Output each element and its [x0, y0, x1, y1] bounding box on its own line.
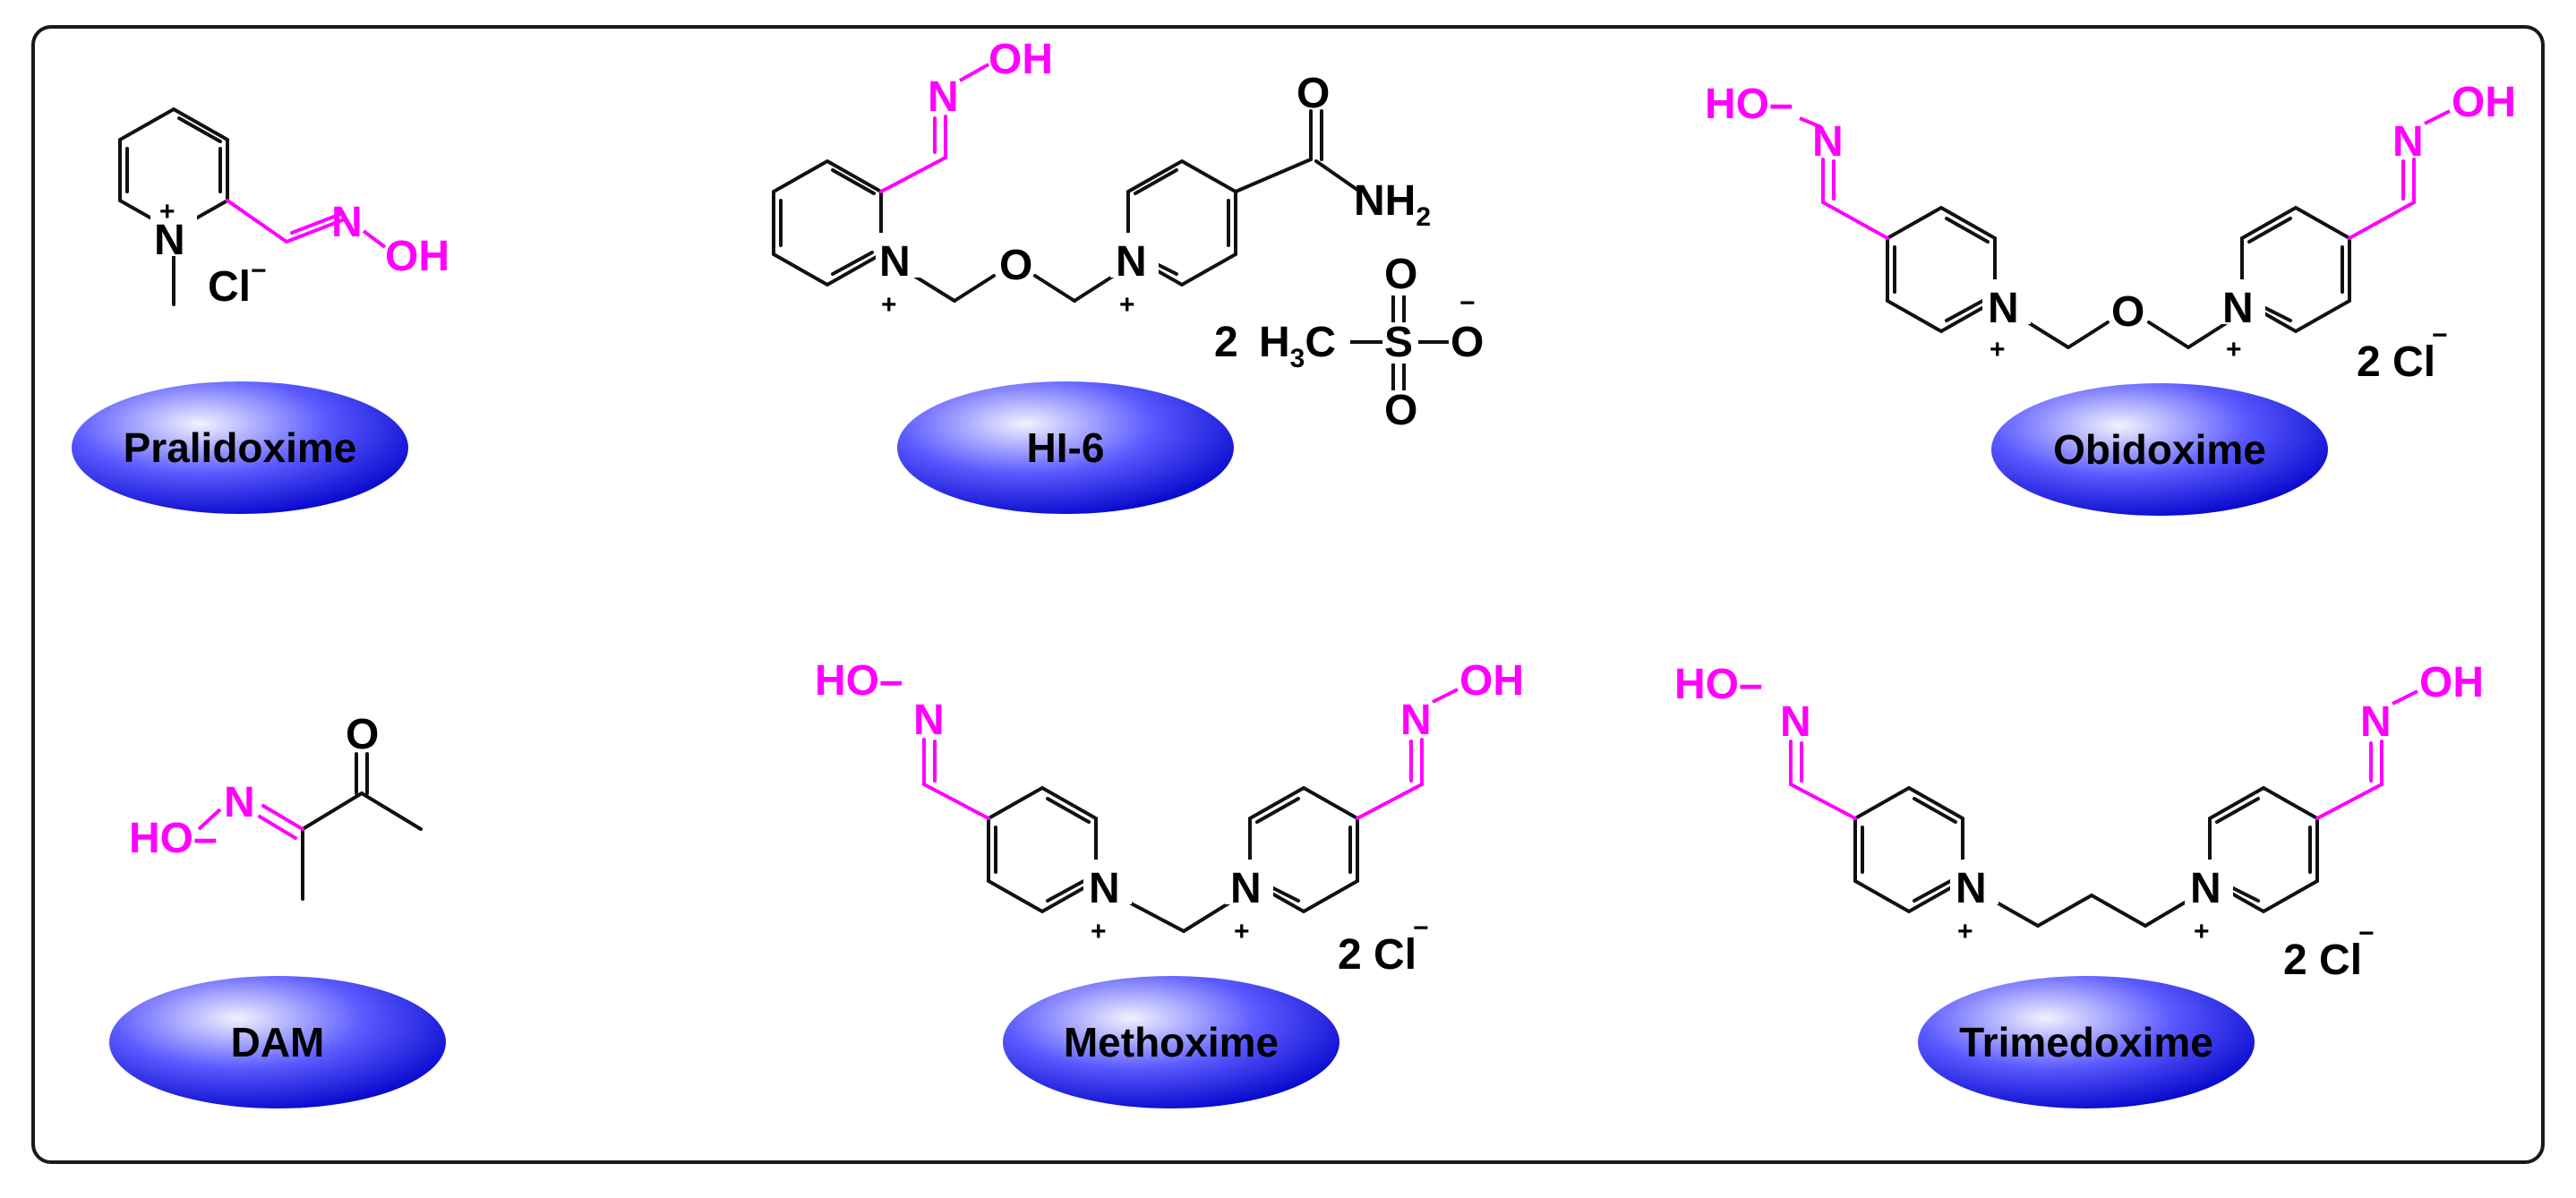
- hi6-left-ring-nitrogen: N: [879, 238, 911, 286]
- trimedoxime-right-ring-nitrogen: N: [2190, 865, 2221, 912]
- obidoxime-name: Obidoxime: [2053, 426, 2266, 473]
- hi6-left-charge: +: [881, 290, 897, 320]
- pralidoxime-anion-charge: −: [251, 256, 267, 286]
- dam-name: DAM: [231, 1019, 325, 1065]
- obidoxime-counter-ions: 2 Cl: [2357, 338, 2435, 386]
- pralidoxime-name: Pralidoxime: [124, 424, 357, 471]
- compound-dam: [258, 752, 423, 901]
- badge-methoxime: Methoxime: [1003, 976, 1339, 1108]
- obidoxime-left-oxime-ho: HO–: [1705, 81, 1793, 128]
- methoxime-right-ring-nitrogen: N: [1230, 865, 1262, 912]
- pralidoxime-charge: +: [159, 197, 175, 227]
- ring-nitrogen-mask: [150, 211, 197, 256]
- methoxime-anion-charge: −: [1413, 913, 1429, 943]
- compound-trimedoxime: [1789, 740, 2383, 928]
- hi6-salt-count: 2: [1214, 319, 1238, 366]
- hi6-mesylate-o-top: O: [1384, 251, 1417, 298]
- methoxime-right-charge: +: [1234, 917, 1250, 946]
- methoxime-name: Methoxime: [1064, 1019, 1279, 1065]
- trimedoxime-right-charge: +: [2194, 917, 2210, 946]
- hi6-oxime-oh: OH: [988, 36, 1053, 83]
- hi6-mesylate-o-right: O: [1451, 319, 1484, 366]
- methoxime-left-oxime-n: N: [913, 697, 945, 744]
- figure-frame: [31, 25, 2545, 1164]
- pralidoxime-oxime-oh: OH: [385, 233, 449, 280]
- hi6-amide-nh: NH2: [1354, 177, 1431, 232]
- methoxime-right-oxime-n: N: [1400, 697, 1432, 744]
- methoxime-left-oxime-ho: HO–: [815, 657, 903, 705]
- badge-dam: DAM: [109, 976, 446, 1108]
- compound-hi6: [772, 109, 1359, 303]
- dam-keto-oxygen: O: [346, 711, 379, 758]
- hi6-mesylate-o-bottom: O: [1384, 387, 1417, 434]
- methoxime-right-oxime-oh: OH: [1459, 657, 1524, 705]
- trimedoxime-left-charge: +: [1957, 917, 1973, 946]
- methoxime-left-charge: +: [1091, 917, 1107, 946]
- compound-methoxime: [922, 738, 1424, 933]
- obidoxime-bridge-oxygen: O: [2111, 288, 2144, 336]
- hi6-oxime-n: N: [928, 73, 959, 121]
- pralidoxime-ring-nitrogen: N: [154, 217, 185, 264]
- trimedoxime-anion-charge: −: [2358, 919, 2375, 948]
- hi6-mesylate-sulfur: S: [1384, 319, 1413, 366]
- obidoxime-right-charge: +: [2226, 335, 2242, 364]
- obidoxime-anion-charge: −: [2432, 321, 2448, 350]
- pralidoxime-counter-ion: Cl: [208, 263, 251, 311]
- trimedoxime-counter-ions: 2 Cl: [2283, 937, 2362, 984]
- dam-oxime-n: N: [224, 779, 255, 826]
- pralidoxime-oxime-n: N: [331, 199, 363, 246]
- methoxime-counter-ions: 2 Cl: [1338, 931, 1416, 979]
- methoxime-left-ring-nitrogen: N: [1089, 865, 1120, 912]
- obidoxime-left-charge: +: [1990, 335, 2006, 364]
- obidoxime-right-oxime-n: N: [2392, 118, 2424, 166]
- obidoxime-right-ring-nitrogen: N: [2222, 285, 2254, 332]
- obidoxime-left-ring-nitrogen: N: [1988, 285, 2019, 332]
- obidoxime-right-oxime-oh: OH: [2452, 79, 2516, 126]
- badge-trimedoxime: Trimedoxime: [1918, 976, 2255, 1108]
- trimedoxime-left-oxime-n: N: [1780, 698, 1811, 746]
- hi6-right-ring-nitrogen: N: [1116, 238, 1147, 286]
- badge-pralidoxime: Pralidoxime: [72, 381, 408, 514]
- hi6-bridge-oxygen: O: [999, 242, 1032, 289]
- trimedoxime-left-ring-nitrogen: N: [1956, 865, 1987, 912]
- hi6-right-charge: +: [1119, 290, 1135, 320]
- trimedoxime-name: Trimedoxime: [1959, 1019, 2213, 1065]
- trimedoxime-left-oxime-ho: HO–: [1674, 661, 1763, 708]
- hi6-mesylate-methyl: H3C: [1259, 319, 1336, 373]
- hi6-amide-oxygen: O: [1297, 70, 1330, 117]
- dam-oxime-ho: HO–: [129, 815, 218, 862]
- hi6-mesylate-charge: −: [1459, 288, 1476, 318]
- badge-hi6: HI-6: [897, 381, 1234, 514]
- trimedoxime-right-oxime-oh: OH: [2419, 659, 2484, 706]
- trimedoxime-right-oxime-n: N: [2360, 698, 2392, 746]
- badge-obidoxime: Obidoxime: [1991, 383, 2328, 516]
- hi6-name: HI-6: [1027, 424, 1105, 471]
